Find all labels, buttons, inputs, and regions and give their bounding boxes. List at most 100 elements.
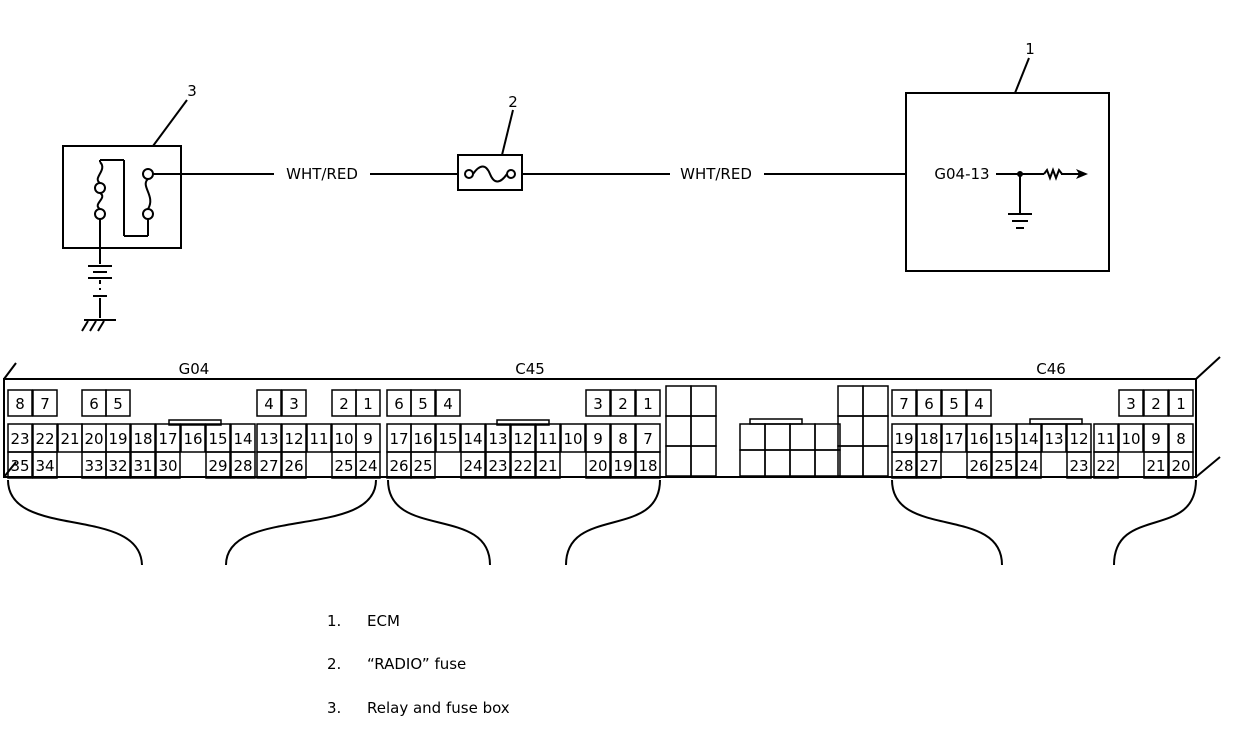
pin-cell	[966, 389, 992, 417]
legend-item-2: 2. “RADIO” fuse	[327, 655, 466, 673]
pin-cell	[916, 451, 942, 479]
pin-cell	[130, 451, 156, 479]
pin-label: 25	[334, 457, 353, 475]
pin-label: 8	[15, 395, 25, 413]
pin-cell	[1093, 451, 1119, 479]
pin-label: 18	[638, 457, 657, 475]
legend-text: ECM	[367, 612, 400, 630]
pin-cell	[155, 451, 181, 479]
blank-cavity	[837, 445, 864, 477]
blank-cavity	[739, 449, 766, 477]
pin-label: 18	[919, 430, 938, 448]
pin-label: 25	[413, 457, 432, 475]
pin-label: 15	[438, 430, 457, 448]
pin-cell	[635, 451, 661, 479]
blank-cavity	[789, 423, 816, 451]
pin-label: 24	[463, 457, 482, 475]
pin-label: 22	[35, 430, 54, 448]
pin-label: 14	[1019, 430, 1038, 448]
pin-label: 33	[84, 457, 103, 475]
ecm-box	[905, 92, 1110, 272]
pin-cell	[230, 451, 256, 479]
legend-item-3: 3.Relay and fuse box	[327, 699, 510, 717]
legend-text: Relay and fuse box	[367, 699, 510, 717]
pin-label: 34	[35, 457, 54, 475]
pin-cell	[1066, 451, 1092, 479]
pin-cell	[306, 423, 332, 453]
pin-cell	[256, 389, 282, 417]
pin-label: 5	[418, 395, 428, 413]
pin-label: 3	[1126, 395, 1136, 413]
connector-key	[168, 419, 222, 426]
legend-number: 1.	[327, 612, 342, 630]
pin-label: 25	[994, 457, 1013, 475]
pin-label: 10	[1121, 430, 1140, 448]
pin-label: 11	[309, 430, 328, 448]
pin-label: 16	[969, 430, 988, 448]
connector-key	[749, 418, 803, 425]
pin-cell	[410, 389, 436, 417]
pin-cell	[1168, 451, 1194, 479]
pin-label: 24	[1019, 457, 1038, 475]
pin-label: 5	[113, 395, 123, 413]
pin-label: 4	[443, 395, 453, 413]
connector-label-c45: C45	[515, 360, 545, 378]
blank-cavity	[789, 449, 816, 477]
pin-label: 12	[513, 430, 532, 448]
pin-label: 7	[643, 430, 653, 448]
pin-label: 15	[208, 430, 227, 448]
pin-cell	[966, 451, 992, 479]
legend-text: “RADIO” fuse	[367, 655, 467, 673]
connector-key	[496, 419, 550, 426]
blank-cavity	[764, 423, 791, 451]
pin-label: 16	[183, 430, 202, 448]
pin-label: 11	[1096, 430, 1115, 448]
pin-cell	[941, 389, 967, 417]
pin-label: 8	[1176, 430, 1186, 448]
pin-label: 28	[894, 457, 913, 475]
blank-cavity	[665, 445, 692, 477]
pin-label: 13	[488, 430, 507, 448]
pin-cell	[281, 389, 307, 417]
pin-label: 26	[969, 457, 988, 475]
pin-cell	[1016, 451, 1042, 479]
pin-cell	[916, 389, 942, 417]
pin-cell	[1118, 389, 1144, 417]
blank-blocks	[168, 385, 1083, 477]
blank-cavity	[814, 423, 841, 451]
pin-label: 16	[413, 430, 432, 448]
pin-cell	[32, 389, 58, 417]
pin-label: 6	[394, 395, 404, 413]
pin-cell	[105, 389, 131, 417]
pin-label: 10	[563, 430, 582, 448]
pin-label: 20	[84, 430, 103, 448]
blank-cavity	[739, 423, 766, 451]
pin-label: 2	[1151, 395, 1161, 413]
pin-cell	[891, 451, 917, 479]
pin-label: 13	[259, 430, 278, 448]
legend-number: 2.	[327, 655, 342, 673]
pin-cell	[485, 451, 511, 479]
pin-label: 30	[158, 457, 177, 475]
blank-cavity	[690, 415, 717, 447]
pin-cell	[32, 451, 58, 479]
pin-cell	[585, 389, 611, 417]
pin-label: 32	[108, 457, 127, 475]
pin-cell	[610, 389, 636, 417]
pin-label: 12	[1069, 430, 1088, 448]
blank-cavity	[764, 449, 791, 477]
pin-cell	[355, 451, 381, 479]
pin-cell	[560, 423, 586, 453]
pin-label: 14	[463, 430, 482, 448]
pin-cell	[281, 451, 307, 479]
callout-leader-1	[1014, 57, 1030, 94]
pin-cell	[1143, 389, 1169, 417]
pin-cell	[460, 451, 486, 479]
radio-fuse	[457, 154, 523, 191]
pin-label: 26	[284, 457, 303, 475]
blank-cavity	[690, 445, 717, 477]
pin-label: 22	[1096, 457, 1115, 475]
blank-cavity	[814, 449, 841, 477]
pin-label: 19	[613, 457, 632, 475]
callout-3: 3	[187, 82, 197, 100]
